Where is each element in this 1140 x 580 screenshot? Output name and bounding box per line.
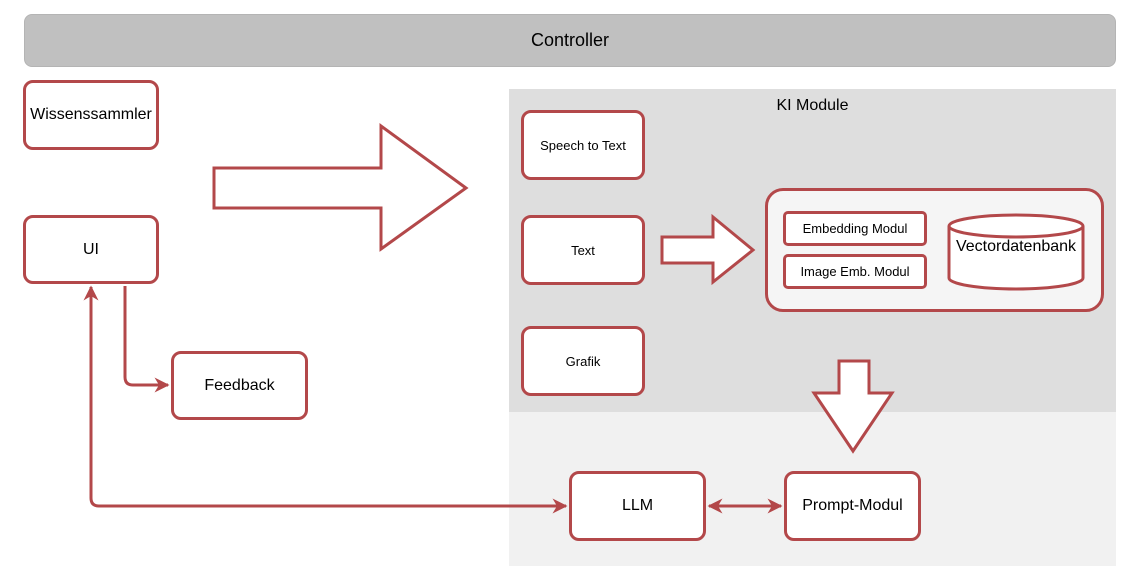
block-arrow-right-small	[660, 213, 756, 286]
node-label: Grafik	[565, 353, 601, 369]
node-text[interactable]: Text	[521, 215, 645, 285]
node-label: Speech to Text	[540, 137, 626, 153]
node-grafik[interactable]: Grafik	[521, 326, 645, 396]
controller-bar[interactable]: Controller	[24, 14, 1116, 67]
node-image-emb-modul[interactable]: Image Emb. Modul	[783, 254, 927, 289]
block-arrow-down	[811, 359, 895, 454]
node-embedding-modul[interactable]: Embedding Modul	[783, 211, 927, 246]
edge-ui-feedback[interactable]	[123, 286, 170, 393]
node-label: Image Emb. Modul	[800, 264, 910, 279]
node-label: UI	[83, 240, 99, 258]
node-wissenssammler[interactable]: Wissenssammler	[23, 80, 159, 150]
ki-module-title: KI Module	[776, 97, 849, 114]
database-icon[interactable]	[947, 213, 1085, 291]
block-arrow-right-large	[212, 123, 469, 252]
node-ui[interactable]: UI	[23, 215, 159, 284]
node-speech-to-text[interactable]: Speech to Text	[521, 110, 645, 180]
controller-label: Controller	[530, 30, 610, 50]
node-label: Embedding Modul	[802, 221, 908, 236]
node-prompt-modul[interactable]: Prompt-Modul	[784, 471, 921, 541]
node-feedback[interactable]: Feedback	[171, 351, 308, 420]
node-label: Text	[571, 242, 595, 258]
node-label: Feedback	[204, 376, 275, 394]
node-label: Wissenssammler	[30, 106, 152, 123]
node-llm[interactable]: LLM	[569, 471, 706, 541]
vectordatenbank-label: Vectordatenbank	[955, 238, 1077, 255]
node-label: Prompt-Modul	[802, 497, 903, 514]
edge-llm-ui[interactable]	[83, 285, 568, 514]
node-label: LLM	[621, 497, 654, 514]
